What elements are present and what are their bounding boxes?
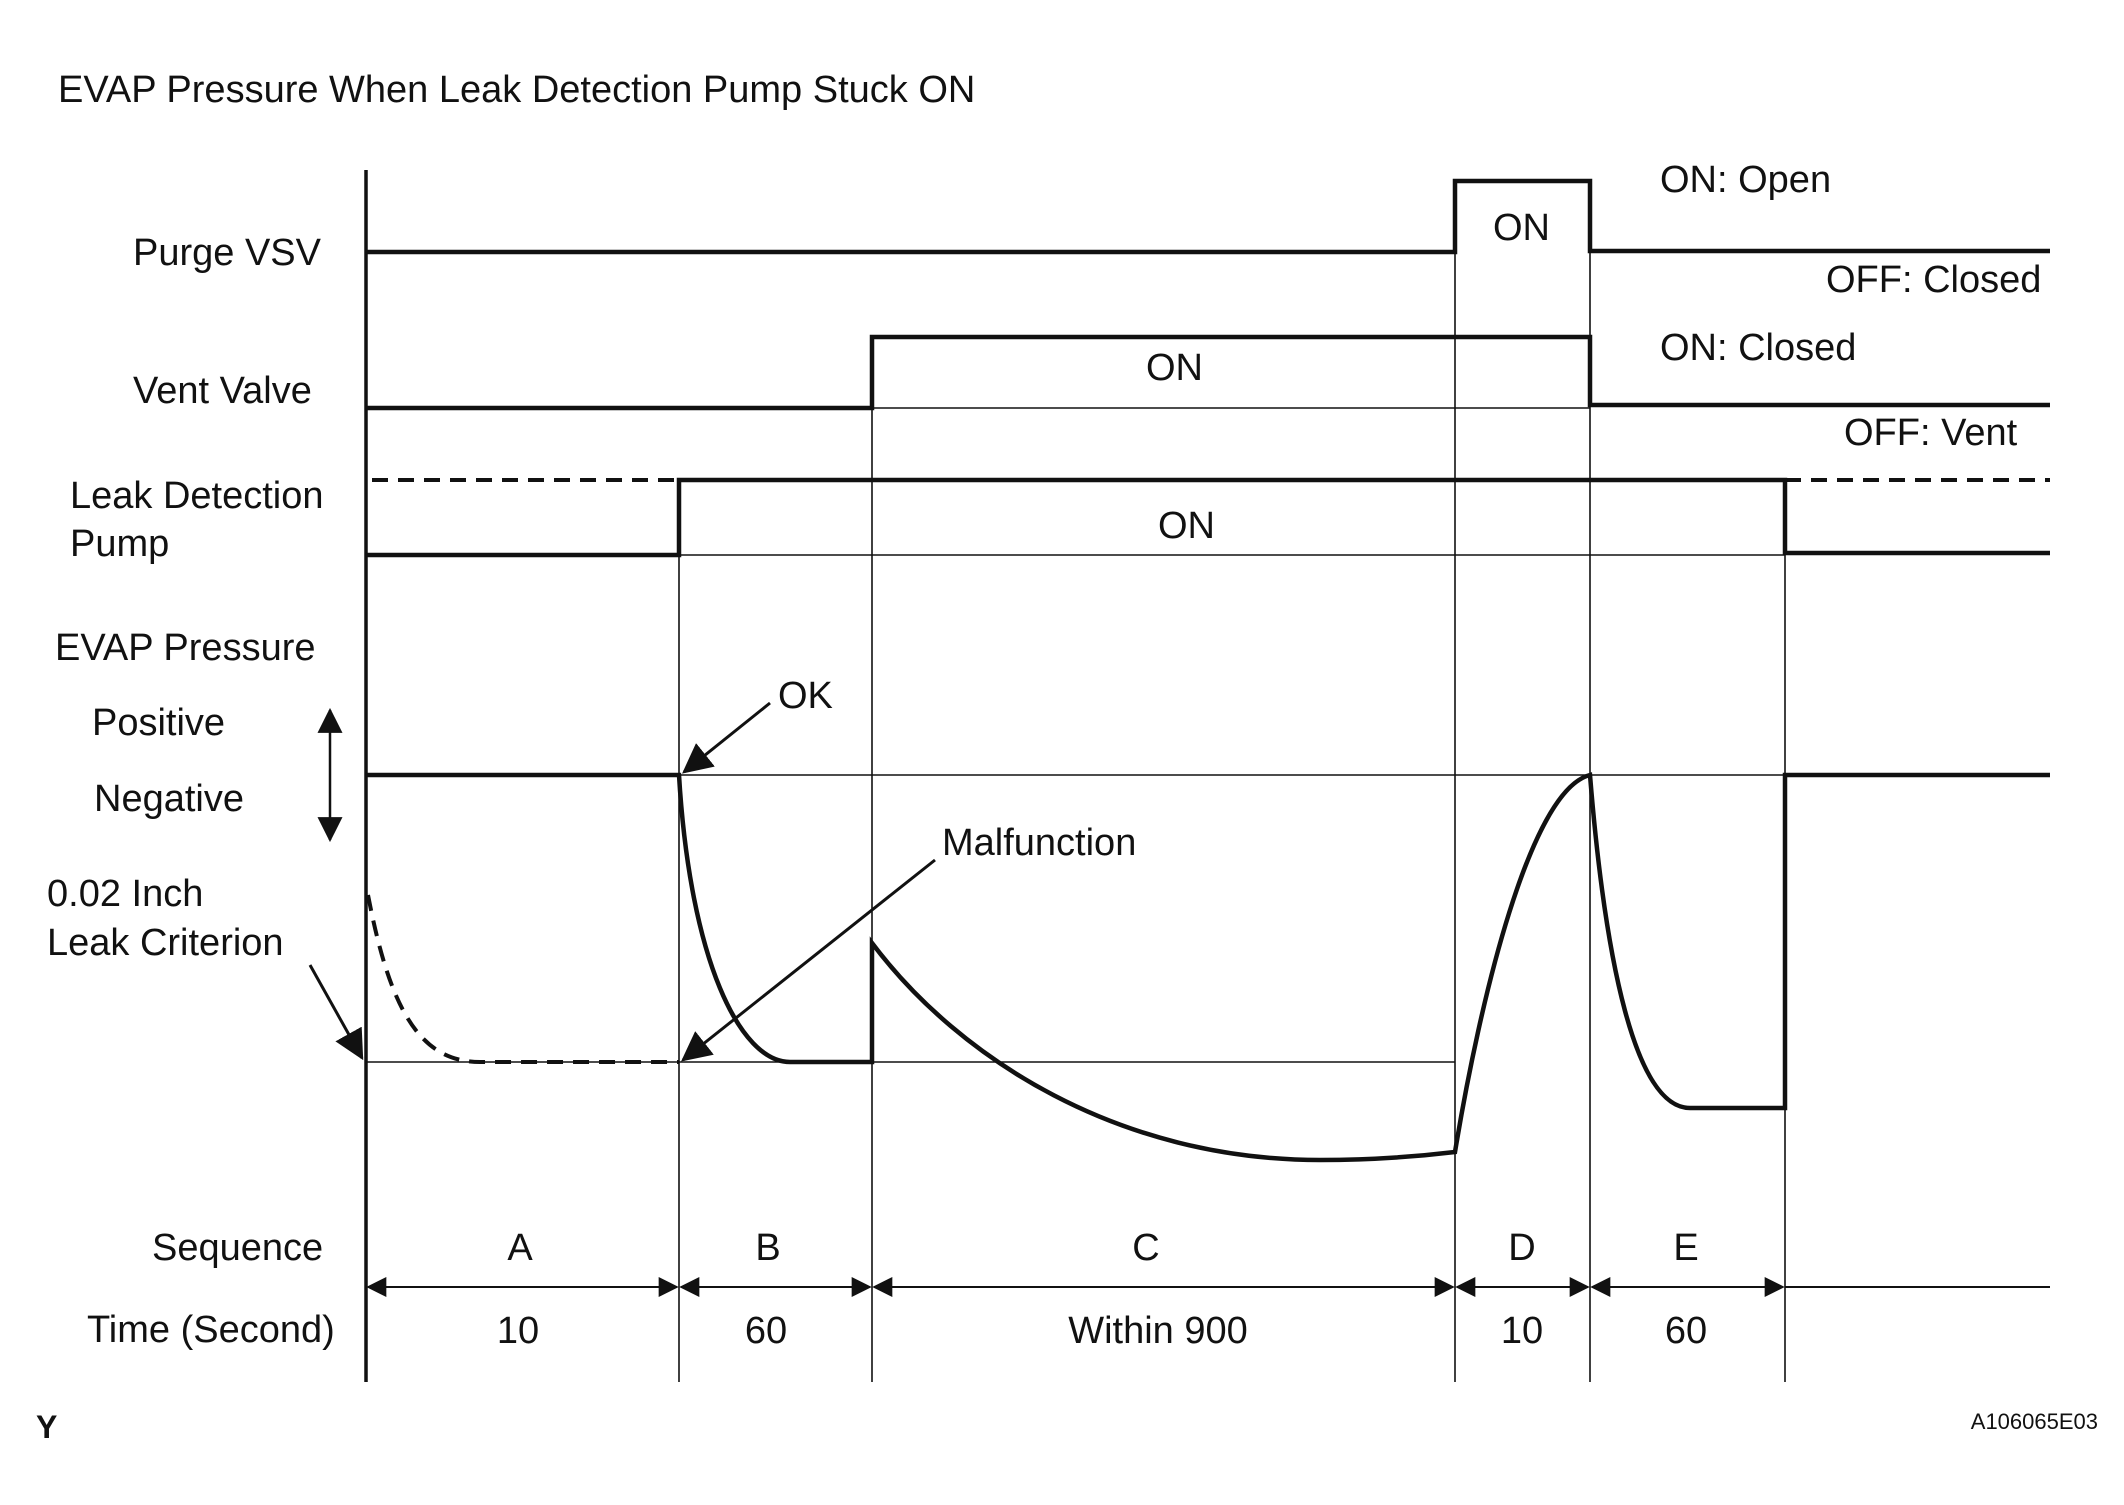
purge-on-meaning: ON: Open	[1660, 159, 1831, 201]
vent-valve-signal	[366, 334, 2050, 411]
malfunction-pointer-arrow	[681, 858, 936, 1062]
sequence-label: Sequence	[152, 1227, 323, 1269]
ok-annotation: OK	[778, 675, 833, 717]
corner-mark-left: Y	[36, 1409, 57, 1445]
purge-vsv-label: Purge VSV	[133, 232, 322, 274]
vent-valve-label: Vent Valve	[133, 370, 312, 412]
negative-label: Negative	[94, 778, 244, 820]
purge-off-meaning: OFF: Closed	[1826, 259, 2041, 301]
positive-label: Positive	[92, 702, 225, 744]
vent-valve-on-text: ON	[1146, 347, 1203, 389]
sequence-a-time: 10	[497, 1310, 539, 1352]
leak-pump-signal	[366, 477, 2050, 558]
malfunction-annotation: Malfunction	[942, 822, 1136, 864]
sequence-c-time: Within 900	[1068, 1310, 1248, 1352]
sequence-c-label: C	[1132, 1227, 1159, 1269]
sequence-d-label: D	[1508, 1227, 1535, 1269]
figure-code: A106065E03	[1971, 1409, 2098, 1434]
sequence-e-time: 60	[1665, 1310, 1707, 1352]
criterion-label-line1: 0.02 Inch	[47, 873, 203, 915]
sequence-b-label: B	[755, 1227, 780, 1269]
purge-vsv-on-text: ON	[1493, 207, 1550, 249]
ok-pointer-arrow	[682, 701, 771, 774]
vent-on-meaning: ON: Closed	[1660, 327, 1856, 369]
vent-off-meaning: OFF: Vent	[1844, 412, 2018, 454]
sequence-a-label: A	[507, 1227, 533, 1269]
pressure-curve-dashed	[366, 894, 679, 1064]
evap-pressure-label: EVAP Pressure	[55, 627, 316, 669]
sequence-d-time: 10	[1501, 1310, 1543, 1352]
leak-pump-label-line1: Leak Detection	[70, 475, 324, 517]
criterion-pointer-arrow	[308, 964, 364, 1061]
sequence-e-label: E	[1673, 1227, 1698, 1269]
time-label: Time (Second)	[87, 1309, 335, 1351]
diagram-title: EVAP Pressure When Leak Detection Pump S…	[58, 69, 975, 111]
purge-vsv-signal	[366, 178, 2050, 255]
pressure-curve	[366, 772, 2050, 1163]
criterion-label-line2: Leak Criterion	[47, 922, 284, 964]
sequence-b-time: 60	[745, 1310, 787, 1352]
sequence-boundaries	[678, 180, 1786, 1382]
leak-pump-label-line2: Pump	[70, 523, 169, 565]
leak-pump-on-text: ON	[1158, 505, 1215, 547]
